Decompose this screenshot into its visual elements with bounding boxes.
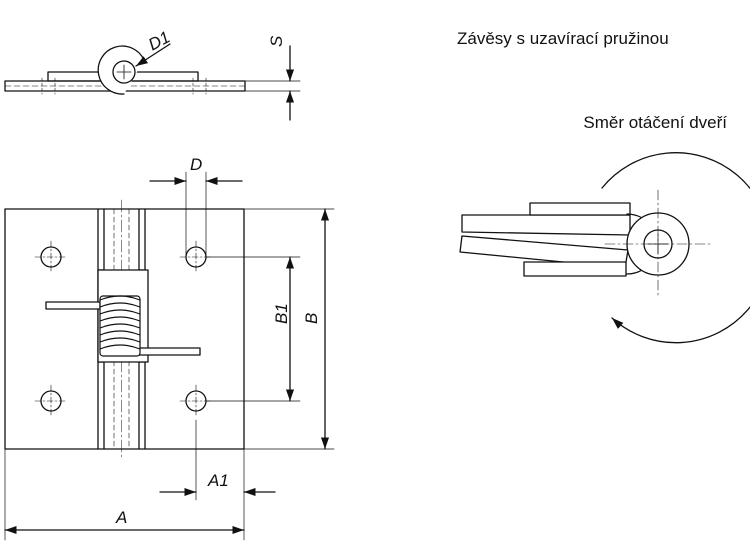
title-caption: Závěsy s uzavírací pružinou (457, 29, 669, 48)
label-a1: A1 (207, 471, 229, 490)
d1-leader (135, 43, 171, 67)
rotation-diagram (459, 152, 750, 344)
side-view (4, 43, 301, 121)
label-b1: B1 (272, 303, 291, 324)
spring-arm-right (137, 347, 201, 356)
mounting-holes (34, 240, 213, 418)
label-a: A (115, 508, 127, 527)
right-leaf (144, 208, 245, 450)
fixed-leaf (461, 214, 631, 236)
rotation-caption: Směr otáčení dveří (583, 113, 727, 132)
rotation-arrow (601, 152, 750, 344)
spring-coils (99, 295, 141, 357)
label-d1: D1 (145, 27, 173, 54)
label-d: D (190, 155, 202, 174)
label-b: B (302, 313, 321, 324)
label-s: S (267, 35, 286, 47)
left-leaf (4, 208, 99, 450)
spring-arm-left (45, 301, 101, 310)
front-view (4, 171, 335, 541)
